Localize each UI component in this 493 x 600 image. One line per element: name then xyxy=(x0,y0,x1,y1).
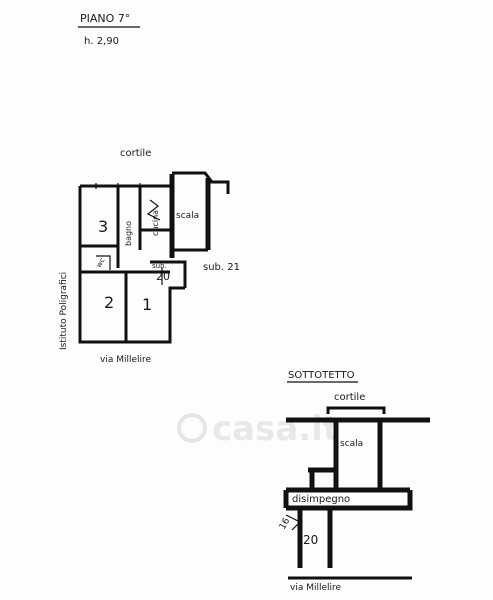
room16-arrow xyxy=(285,514,302,531)
watermark-text: casa.it xyxy=(212,409,339,449)
kitchen-zigzag xyxy=(146,199,161,221)
wall-ticks xyxy=(95,183,141,189)
room-16-label: 16 xyxy=(278,516,293,531)
attic-step xyxy=(308,467,336,490)
stair-top-label: scala xyxy=(176,211,199,221)
courtyard-bottom-label: cortile xyxy=(334,392,365,403)
room-3-label: 3 xyxy=(98,217,108,236)
institute-label: Istituto Poligrafici xyxy=(59,272,69,350)
sub21-label: sub. 21 xyxy=(203,262,240,273)
street-top-label: via Millelire xyxy=(100,355,152,365)
floor-height: h. 2,90 xyxy=(84,36,119,47)
room-1-label: 1 xyxy=(142,295,152,314)
stair-bottom-label: scala xyxy=(340,439,363,449)
wc-label: wc xyxy=(95,257,107,269)
kitchen-label: cucina xyxy=(151,210,160,236)
floor-title: PIANO 7° xyxy=(80,12,130,25)
attic-plan xyxy=(283,406,430,580)
attic-roof-cap xyxy=(326,406,386,414)
outer-wall-left xyxy=(78,186,185,344)
watermark: casa.it xyxy=(177,409,339,449)
room-20-big-label: 20 xyxy=(303,533,318,547)
room-2-label: 2 xyxy=(104,293,114,312)
partition-sub20 xyxy=(150,260,187,288)
bath-label: bagno xyxy=(124,221,133,246)
wc-box xyxy=(96,255,111,270)
corridor-bottom-wall xyxy=(286,490,413,511)
attic-title: SOTTOTETTO xyxy=(288,370,355,381)
room-20-small-label: 20 xyxy=(156,270,170,283)
upper-plan xyxy=(78,171,230,344)
corridor-label: disimpegno xyxy=(292,494,350,505)
street-bottom-label: via Millelire xyxy=(290,583,342,593)
sub-small-label: sub. xyxy=(152,262,167,270)
balcony-stub xyxy=(210,180,230,194)
courtyard-top-label: cortile xyxy=(120,148,151,159)
